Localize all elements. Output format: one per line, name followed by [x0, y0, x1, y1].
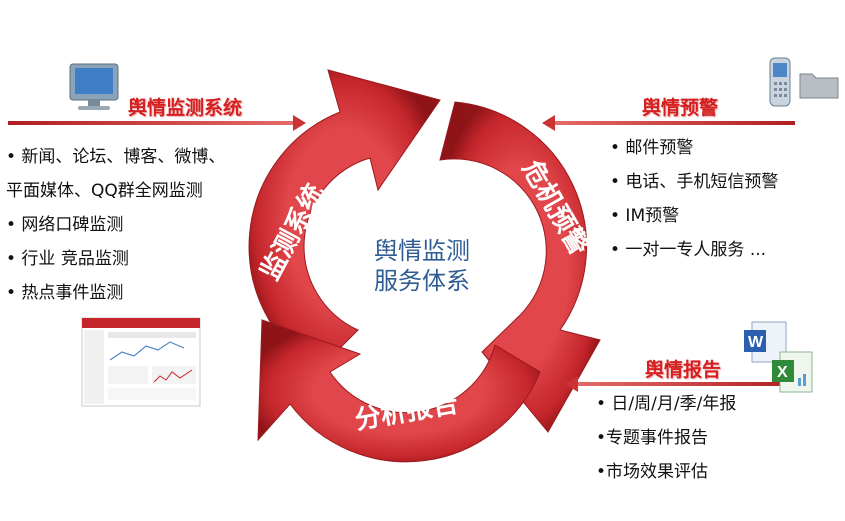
- cycle-arrow-warning: [439, 101, 601, 433]
- list-item: • 一对一专人服务 ...: [610, 240, 767, 260]
- excel-document-icon: X: [772, 351, 813, 393]
- cycle-arrow-monitor: [248, 69, 441, 371]
- center-label: 舆情监测 服务体系: [352, 236, 492, 296]
- svg-text:X: X: [777, 364, 788, 381]
- list-item: • 日/周/月/季/年报: [596, 394, 737, 414]
- right-top-section-title: 舆情预警: [642, 97, 719, 119]
- folder-icon: [799, 73, 839, 99]
- report-feature-list: • 日/周/月/季/年报 •专题事件报告 •市场效果评估: [596, 387, 736, 489]
- list-item: •市场效果评估: [596, 462, 709, 482]
- list-item: • IM预警: [610, 206, 680, 226]
- warning-feature-list: • 邮件预警 • 电话、手机短信预警 • IM预警 • 一对一专人服务 ...: [610, 131, 778, 267]
- right-bottom-section-title: 舆情报告: [645, 359, 722, 381]
- list-item: • 热点事件监测: [6, 283, 124, 303]
- svg-text:W: W: [748, 334, 764, 351]
- list-item: • 网络口碑监测: [6, 215, 124, 235]
- left-section-title: 舆情监测系统: [128, 97, 243, 119]
- connector-left: [8, 115, 306, 131]
- list-item: • 邮件预警: [610, 138, 694, 158]
- phone-icon: [769, 57, 791, 107]
- list-item: • 电话、手机短信预警: [610, 172, 779, 192]
- connector-right-top: [542, 115, 795, 131]
- list-item: •专题事件报告: [596, 428, 709, 448]
- cycle-ring: [248, 69, 601, 463]
- list-item: • 行业 竞品监测: [6, 249, 129, 269]
- list-item: • 新闻、论坛、博客、微博、: [6, 147, 226, 167]
- center-label-line1: 舆情监测: [374, 237, 470, 265]
- connector-right-bottom: [565, 376, 800, 392]
- left-feature-list: • 新闻、论坛、博客、微博、平面媒体、QQ群全网监测 • 网络口碑监测 • 行业 竞…: [6, 140, 225, 310]
- list-item: 平面媒体、QQ群全网监测: [6, 181, 203, 201]
- dashboard-screenshot-image: [81, 317, 201, 407]
- cycle-arrow-report: [257, 319, 541, 463]
- center-label-line2: 服务体系: [374, 267, 470, 295]
- monitor-icon: [69, 63, 119, 110]
